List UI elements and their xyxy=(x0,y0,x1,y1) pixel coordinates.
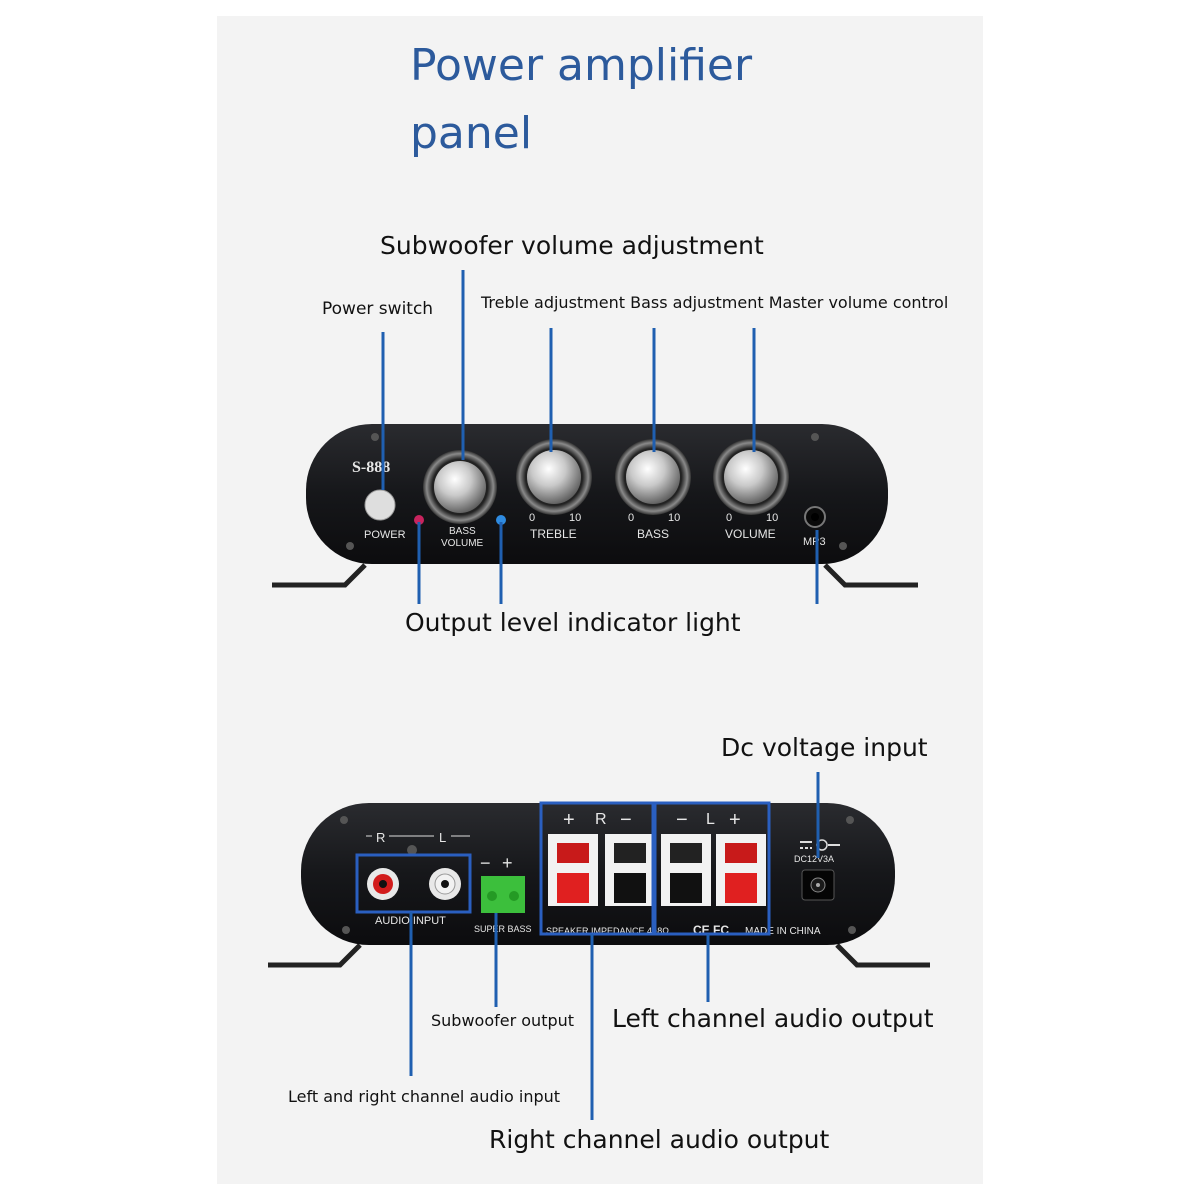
front-pointers xyxy=(381,270,819,604)
rear-screw-icon xyxy=(340,816,348,824)
label-left-output: Left channel audio output xyxy=(612,1004,934,1033)
super-bass-plus: + xyxy=(502,853,513,873)
rear-screw-icon xyxy=(342,926,350,934)
front-screw-icon xyxy=(839,542,847,550)
highlight-right-output xyxy=(539,801,655,936)
highlight-audio-input xyxy=(355,853,472,914)
super-bass-label: SUPER BASS xyxy=(474,924,532,934)
front-screw-icon xyxy=(811,433,819,441)
mp3-label: MP3 xyxy=(803,536,826,548)
speaker-r-minus: − xyxy=(620,809,632,831)
label-output-level: Output level indicator light xyxy=(405,608,741,637)
volume-knob[interactable] xyxy=(724,450,778,504)
label-dc-input: Dc voltage input xyxy=(721,733,928,762)
speaker-l-label: L xyxy=(706,811,715,828)
rear-device: R L AUDIO INPUT − + SUPER BASS + R − − L… xyxy=(268,801,930,968)
super-bass-minus: − xyxy=(480,853,491,873)
label-lr-input: Left and right channel audio input xyxy=(288,1087,561,1106)
bass-scale-min: 0 xyxy=(628,512,634,524)
speaker-l-minus: − xyxy=(676,809,688,831)
bass-volume-label-1: BASS xyxy=(449,526,476,537)
led-blue-indicator xyxy=(496,515,506,525)
power-button[interactable] xyxy=(364,489,396,521)
speaker-impedance-label: SPEAKER IMPEDANCE 4~8Ω xyxy=(546,926,669,936)
treble-scale-max: 10 xyxy=(569,512,581,524)
label-treble-bass-master: Treble adjustment Bass adjustment Master… xyxy=(481,293,949,312)
label-subwoofer-output: Subwoofer output xyxy=(431,1011,575,1030)
label-power-switch: Power switch xyxy=(322,299,434,319)
volume-scale-min: 0 xyxy=(726,512,732,524)
front-housing xyxy=(306,424,888,564)
rear-foot-left xyxy=(268,943,362,968)
speaker-l-plus: + xyxy=(729,809,741,831)
dc-rating-label: DC12V3A xyxy=(794,854,834,864)
volume-label: VOLUME xyxy=(725,527,776,541)
front-foot-left xyxy=(272,563,367,588)
mp3-jack-hole xyxy=(811,513,819,521)
power-label: POWER xyxy=(364,529,406,541)
background-panel xyxy=(217,16,983,1184)
treble-knob[interactable] xyxy=(527,450,581,504)
model-name: S-888 xyxy=(352,459,390,476)
page-title: Power amplifier panel xyxy=(410,40,753,159)
input-screw-icon xyxy=(407,845,417,855)
speaker-r-plus: + xyxy=(563,809,575,831)
bass-volume-label-2: VOLUME xyxy=(441,538,484,549)
volume-scale-max: 10 xyxy=(766,512,778,524)
treble-scale-min: 0 xyxy=(529,512,535,524)
front-foot-right xyxy=(823,563,918,588)
rear-screw-icon xyxy=(846,816,854,824)
input-r-label: R xyxy=(376,830,385,845)
speaker-r-label: R xyxy=(595,811,607,828)
label-subwoofer-volume: Subwoofer volume adjustment xyxy=(380,231,764,260)
front-screw-icon xyxy=(346,542,354,550)
front-device: S-888 POWER BASS VOLUME 0 10 TREBLE 0 10… xyxy=(272,424,918,588)
made-in-label: MADE IN CHINA xyxy=(745,926,821,937)
highlight-left-output xyxy=(653,801,771,936)
led-red-indicator xyxy=(414,515,424,525)
bass-knob[interactable] xyxy=(626,450,680,504)
bass-label: BASS xyxy=(637,527,669,541)
bass-volume-knob[interactable] xyxy=(434,461,486,513)
front-screw-icon xyxy=(371,433,379,441)
label-right-output: Right channel audio output xyxy=(489,1125,830,1154)
treble-label: TREBLE xyxy=(530,527,577,541)
input-l-label: L xyxy=(439,830,446,845)
rear-foot-right xyxy=(835,943,930,968)
rear-pointers xyxy=(409,772,820,1120)
bass-scale-max: 10 xyxy=(668,512,680,524)
rear-screw-icon xyxy=(848,926,856,934)
